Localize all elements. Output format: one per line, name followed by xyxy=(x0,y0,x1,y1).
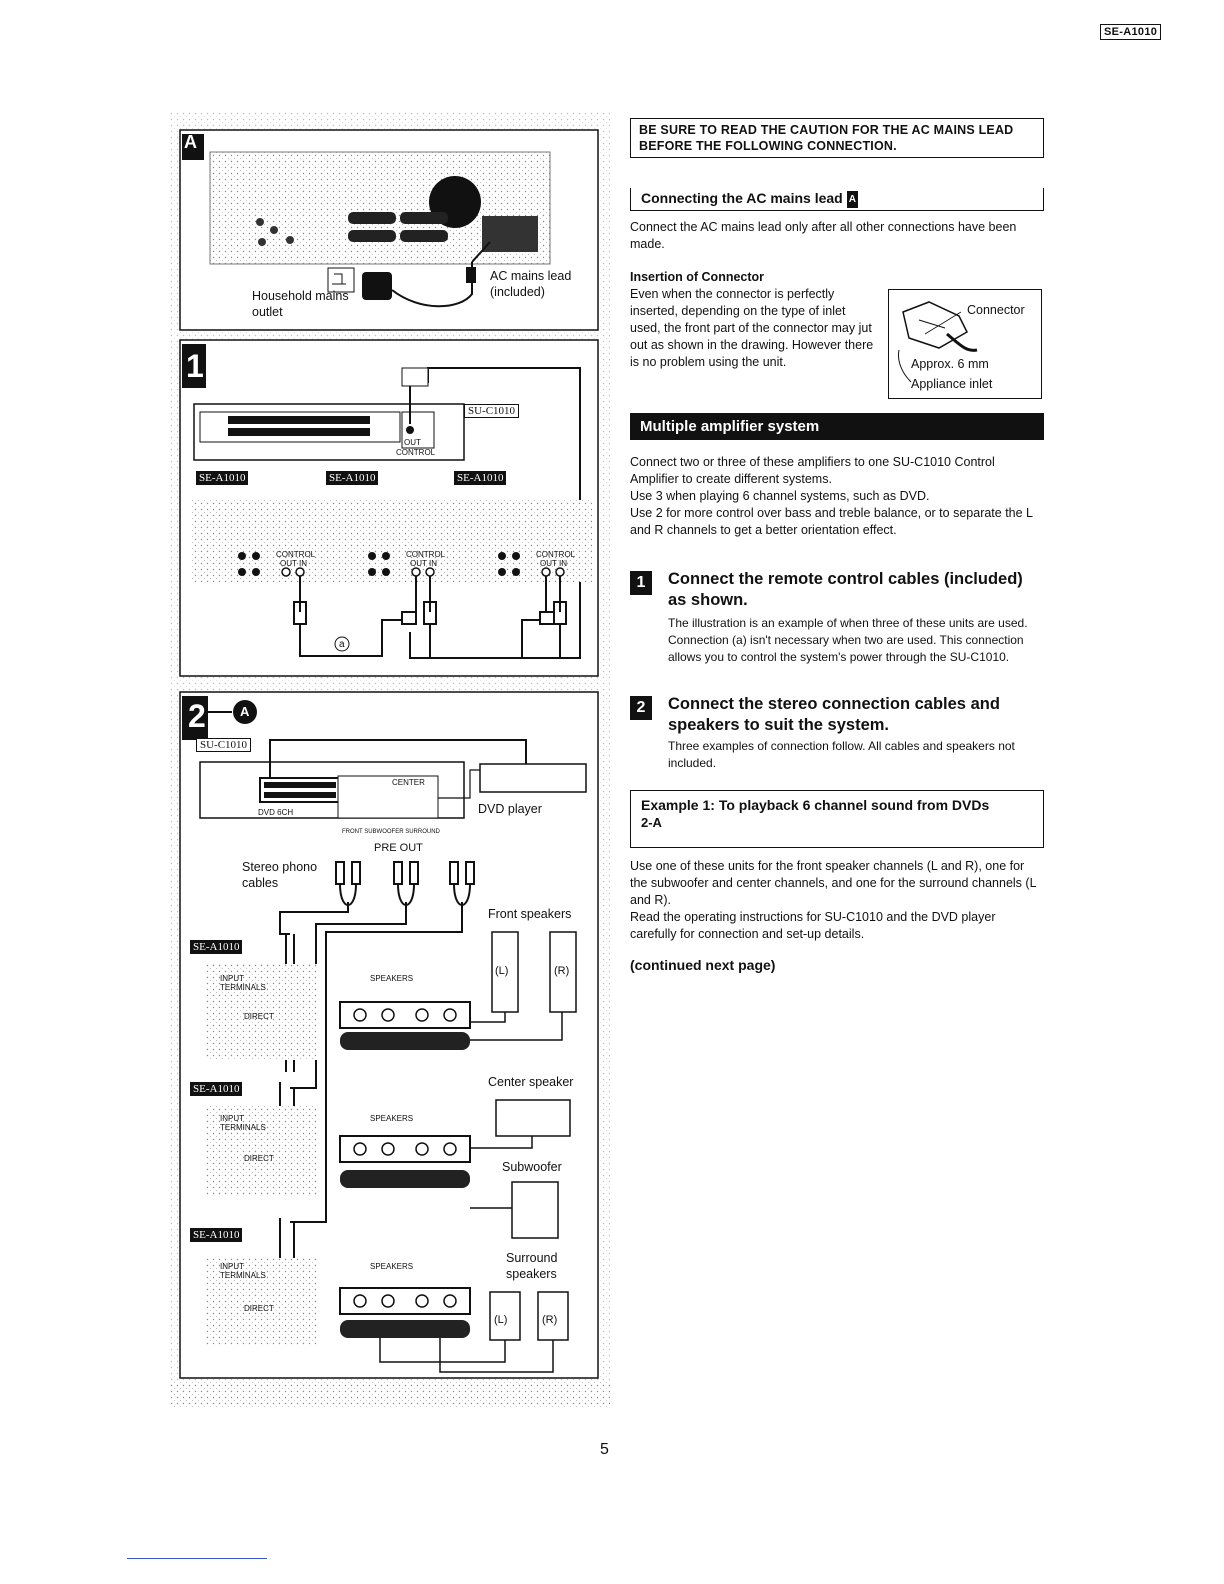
instructions-column: BE SURE TO READ THE CAUTION FOR THE AC M… xyxy=(630,118,1044,974)
continued-note: (continued next page) xyxy=(630,957,776,973)
example-1-text-1: Use one of these units for the front spe… xyxy=(630,859,1037,907)
surround-speakers-label: Surround speakers xyxy=(506,1251,558,1281)
cable-a-label: a xyxy=(339,639,345,650)
panel-a-label: A xyxy=(184,132,197,152)
amp-surround-tag: SE-A1010 xyxy=(190,1228,243,1242)
household-outlet-label: Household mains outlet xyxy=(252,289,349,319)
step-2: 2 Connect the stereo connection cables a… xyxy=(630,694,1044,772)
surround-right-label: (R) xyxy=(542,1314,558,1326)
su-c1010-tag-2: SU-C1010 xyxy=(196,738,252,752)
panel-2-label: 2 xyxy=(188,698,206,734)
example-1-title: Example 1: To playback 6 channel sound f… xyxy=(641,797,990,813)
example-1-box: Example 1: To playback 6 channel sound f… xyxy=(630,790,1044,848)
input-terminals-1: INPUT TERMINALS xyxy=(220,974,266,992)
amp-tag-2: SE-A1010 xyxy=(326,471,379,485)
surround-left-label: (L) xyxy=(494,1314,508,1326)
ac-section-title: Connecting the AC mains lead xyxy=(641,190,843,206)
step-1-title: Connect the remote control cables (inclu… xyxy=(668,570,1023,609)
front-sub-surround-label: FRONT SUBWOOFER SURROUND xyxy=(342,829,440,835)
amp-tag-1: SE-A1010 xyxy=(196,471,249,485)
amp-control-1: CONTROL xyxy=(276,550,316,559)
step-2-number: 2 xyxy=(630,696,652,720)
out-in-1: OUT IN xyxy=(280,559,307,568)
insertion-text: Even when the connector is perfectly ins… xyxy=(630,287,874,369)
example-1-text: Use one of these units for the front spe… xyxy=(630,858,1044,943)
front-right-label: (R) xyxy=(554,965,570,977)
insertion-title: Insertion of Connector xyxy=(630,270,765,284)
center-speaker-label: Center speaker xyxy=(488,1075,574,1089)
panel-2-sub-label: A xyxy=(240,704,250,719)
pre-out-label: PRE OUT xyxy=(374,842,423,854)
amp-control-3: CONTROL xyxy=(536,550,576,559)
connector-drawing xyxy=(898,301,978,383)
connector-label: Connector xyxy=(967,303,1025,317)
amp-front-tag: SE-A1010 xyxy=(190,940,243,954)
step-2-title: Connect the stereo connection cables and… xyxy=(668,695,1000,734)
approx-label: Approx. 6 mm xyxy=(911,357,989,371)
model-tag: SE-A1010 xyxy=(1100,24,1162,40)
panel-1-label: 1 xyxy=(186,348,204,384)
direct-3: DIRECT xyxy=(244,1304,274,1313)
insertion-block: Insertion of Connector Even when the con… xyxy=(630,269,1044,399)
page-number: 5 xyxy=(600,1441,609,1458)
input-terminals-2: INPUT TERMINALS xyxy=(220,1114,266,1132)
direct-1: DIRECT xyxy=(244,1012,274,1021)
su-c1010-tag: SU-C1010 xyxy=(464,404,520,418)
subwoofer-label: Subwoofer xyxy=(502,1160,562,1174)
stereo-phono-label: Stereo phono cables xyxy=(242,860,318,890)
multi-text-2: Use 3 when playing 6 channel systems, su… xyxy=(630,489,930,503)
ac-section-badge: A xyxy=(846,191,858,208)
amp-tag-3: SE-A1010 xyxy=(454,471,507,485)
amp-center-tag: SE-A1010 xyxy=(190,1082,243,1096)
input-terminals-3: INPUT TERMINALS xyxy=(220,1262,266,1280)
front-speakers-label: Front speakers xyxy=(488,907,572,921)
multi-text-3: Use 2 for more control over bass and tre… xyxy=(630,506,1033,537)
footer-rule xyxy=(127,1558,267,1559)
step-1-text: The illustration is an example of when t… xyxy=(668,616,1028,664)
dvd-player-label: DVD player xyxy=(478,802,542,816)
example-1-text-2: Read the operating instructions for SU-C… xyxy=(630,910,996,941)
ac-lead-label: AC mains lead (included) xyxy=(490,269,572,299)
diagram-figure xyxy=(170,112,610,1408)
control-label: CONTROL xyxy=(396,448,436,457)
multi-amp-text: Connect two or three of these amplifiers… xyxy=(630,454,1044,539)
step-1: 1 Connect the remote control cables (inc… xyxy=(630,569,1044,666)
ac-section-text: Connect the AC mains lead only after all… xyxy=(630,220,1017,251)
connector-figure: Connector Approx. 6 mm Appliance inlet xyxy=(888,289,1042,399)
inlet-label: Appliance inlet xyxy=(911,377,993,391)
speakers-2: SPEAKERS xyxy=(370,1114,414,1123)
step-2-text: Three examples of connection follow. All… xyxy=(668,739,1015,770)
speakers-3: SPEAKERS xyxy=(370,1262,414,1271)
multi-amp-heading: Multiple amplifier system xyxy=(630,413,1044,440)
out-label: OUT xyxy=(404,438,421,447)
speakers-1: SPEAKERS xyxy=(370,974,414,983)
dvd-6ch-label: DVD 6CH xyxy=(258,808,294,817)
amp-control-2: CONTROL xyxy=(406,550,446,559)
multi-text-1: Connect two or three of these amplifiers… xyxy=(630,455,995,486)
direct-2: DIRECT xyxy=(244,1154,274,1163)
caution-box: BE SURE TO READ THE CAUTION FOR THE AC M… xyxy=(630,118,1044,158)
out-in-3: OUT IN xyxy=(540,559,567,568)
front-left-label: (L) xyxy=(495,965,509,977)
step-1-number: 1 xyxy=(630,571,652,595)
out-in-2: OUT IN xyxy=(410,559,437,568)
example-1-ref: 2-A xyxy=(641,815,662,830)
center-label: CENTER xyxy=(392,778,425,787)
connection-diagram: A Household mains outlet AC mains lead (… xyxy=(170,112,610,1408)
